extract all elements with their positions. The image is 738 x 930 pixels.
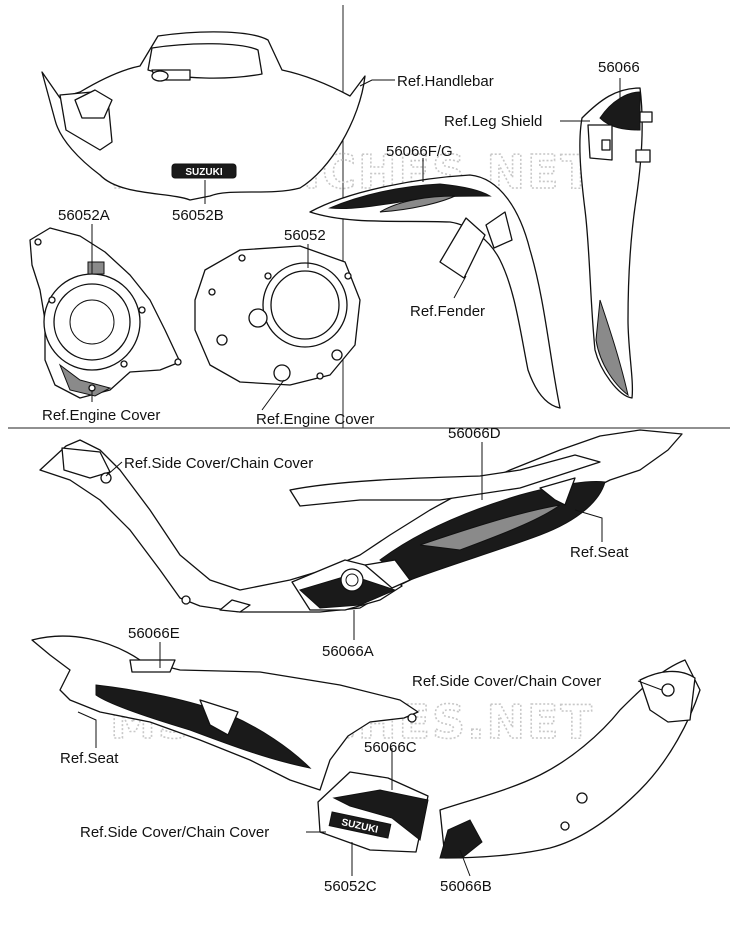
- label-56052a: 56052A: [58, 207, 110, 224]
- left-engine-cover-drawing: [29, 227, 182, 399]
- label-56052c: 56052C: [324, 878, 377, 895]
- label-56066fg: 56066F/G: [386, 143, 453, 160]
- label-ref-engine-cover-right: Ref.Engine Cover: [256, 411, 374, 428]
- label-ref-engine-cover-left: Ref.Engine Cover: [42, 407, 160, 424]
- body-frame-upper-drawing: [39, 429, 683, 613]
- label-ref-side-cover-chain-cover-2: Ref.Side Cover/Chain Cover: [412, 673, 601, 690]
- label-56066b: 56066B: [440, 878, 492, 895]
- label-ref-seat-1: Ref.Seat: [570, 544, 629, 561]
- label-ref-handlebar: Ref.Handlebar: [397, 73, 494, 90]
- suzuki-logo-56052c: [328, 811, 392, 839]
- label-56066-top: 56066: [598, 59, 640, 76]
- suzuki-logo-56052b: [171, 163, 237, 179]
- body-frame-lower-drawing: SUZUKI: [31, 635, 701, 859]
- label-56066e: 56066E: [128, 625, 180, 642]
- handlebar-cover-drawing: SUZUKI: [41, 31, 366, 201]
- label-56052b: 56052B: [172, 207, 224, 224]
- label-56066c: 56066C: [364, 739, 417, 756]
- label-56066a: 56066A: [322, 643, 374, 660]
- label-ref-leg-shield: Ref.Leg Shield: [444, 113, 542, 130]
- front-fender-drawing: [309, 174, 561, 409]
- label-56066d: 56066D: [448, 425, 501, 442]
- leg-shield-drawing: [579, 87, 653, 399]
- label-ref-side-cover-chain-cover-3: Ref.Side Cover/Chain Cover: [80, 824, 269, 841]
- label-ref-seat-2: Ref.Seat: [60, 750, 119, 767]
- leader-lines: [77, 78, 663, 877]
- right-engine-cover-drawing: [194, 245, 361, 386]
- label-56052: 56052: [284, 227, 326, 244]
- suzuki-logo-text-56052b: SUZUKI: [185, 167, 222, 178]
- label-ref-fender: Ref.Fender: [410, 303, 485, 320]
- label-ref-side-cover-chain-cover-1: Ref.Side Cover/Chain Cover: [124, 455, 313, 472]
